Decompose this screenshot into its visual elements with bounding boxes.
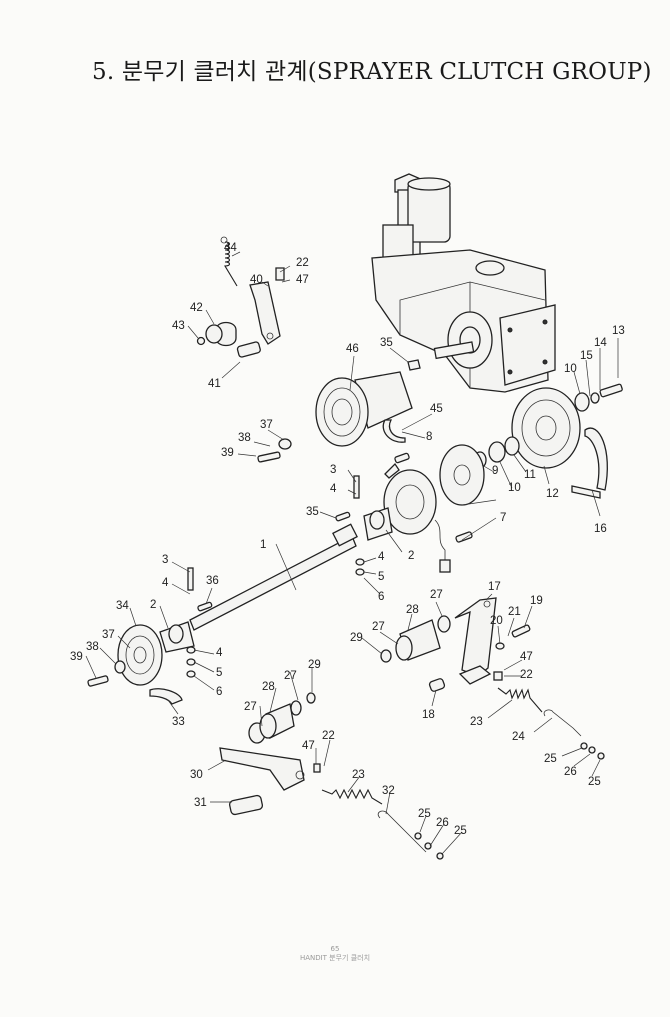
label-16: 16	[594, 523, 607, 535]
pulley-46-illustration	[315, 359, 421, 447]
label-45: 45	[430, 403, 443, 415]
label-3-left: 3	[162, 554, 168, 566]
label-41: 41	[208, 378, 221, 390]
label-27-left-top: 27	[284, 670, 297, 682]
label-22-right: 22	[520, 669, 533, 681]
label-5-left: 5	[216, 667, 222, 679]
label-37-top: 37	[260, 419, 273, 431]
lower-left-lever-group	[219, 692, 444, 860]
part-callouts: 44 22 47 40 42 43 41 46 35 13 14 15 10 4…	[70, 242, 625, 837]
label-29-left: 29	[308, 659, 321, 671]
label-29-right: 29	[350, 632, 363, 644]
label-47-right: 47	[520, 651, 533, 663]
label-25-left-lower: 25	[454, 825, 467, 837]
label-26-right: 26	[564, 766, 577, 778]
label-46: 46	[346, 343, 359, 355]
label-2-left: 2	[150, 599, 156, 611]
label-6-right: 6	[378, 591, 384, 603]
label-22-left: 22	[322, 730, 335, 742]
right-lever-group	[380, 597, 605, 760]
label-18: 18	[422, 709, 435, 721]
label-32: 32	[382, 785, 395, 797]
label-30: 30	[190, 769, 203, 781]
label-36: 36	[206, 575, 219, 587]
label-4-right-lower: 4	[378, 551, 385, 563]
label-44: 44	[224, 242, 237, 254]
label-4-right: 4	[330, 483, 337, 495]
label-24: 24	[512, 731, 525, 743]
label-10-top: 10	[564, 363, 577, 375]
label-22: 22	[296, 257, 309, 269]
label-5-right: 5	[378, 571, 384, 583]
label-15: 15	[580, 350, 593, 362]
label-23-right: 23	[470, 716, 483, 728]
label-34: 34	[116, 600, 129, 612]
label-27-left: 27	[244, 701, 257, 713]
label-25-right-lower: 25	[588, 776, 601, 788]
page-number: 65	[330, 945, 340, 953]
label-39-left: 39	[70, 651, 83, 663]
label-1: 1	[260, 539, 266, 551]
label-7: 7	[500, 512, 506, 524]
label-37-left: 37	[102, 629, 115, 641]
label-25-right: 25	[544, 753, 557, 765]
sprayer-pump-illustration	[371, 173, 556, 393]
page-title: 5. 분무기 클러치 관계(SPRAYER CLUTCH GROUP)	[92, 59, 652, 85]
label-17: 17	[488, 581, 501, 593]
label-3-right: 3	[330, 464, 336, 476]
label-35-mid: 35	[306, 506, 319, 518]
label-8: 8	[426, 431, 432, 443]
label-47-left: 47	[302, 740, 315, 752]
label-14: 14	[594, 337, 607, 349]
label-31: 31	[194, 797, 207, 809]
label-19: 19	[530, 595, 543, 607]
label-27-right: 27	[372, 621, 385, 633]
label-9: 9	[492, 465, 498, 477]
label-23-left: 23	[352, 769, 365, 781]
label-43: 43	[172, 320, 185, 332]
label-40: 40	[250, 274, 263, 286]
label-27-right-top: 27	[430, 589, 443, 601]
label-25-left: 25	[418, 808, 431, 820]
label-2-right: 2	[408, 550, 414, 562]
right-pulley-assembly	[383, 383, 623, 573]
label-38-top: 38	[238, 432, 251, 444]
label-4-left: 4	[162, 577, 169, 589]
label-4-left-lower: 4	[216, 647, 223, 659]
label-21: 21	[508, 606, 521, 618]
label-6-left: 6	[216, 686, 222, 698]
label-38-left: 38	[86, 641, 99, 653]
page-footer: 65 HANDIT 분무기 클러치	[0, 945, 670, 963]
main-shaft-illustration	[159, 475, 393, 678]
label-10: 10	[508, 482, 521, 494]
label-33: 33	[172, 716, 185, 728]
label-39-top: 39	[221, 447, 234, 459]
footer-caption: HANDIT 분무기 클러치	[299, 954, 371, 962]
label-26-left: 26	[436, 817, 449, 829]
label-47: 47	[296, 274, 309, 286]
label-42: 42	[190, 302, 203, 314]
label-13: 13	[612, 325, 625, 337]
label-11: 11	[524, 469, 536, 481]
label-12: 12	[546, 488, 559, 500]
pulley-34-illustration	[87, 438, 292, 705]
leader-lines	[85, 251, 619, 855]
label-35-top: 35	[380, 337, 393, 349]
upper-tension-arm-group	[196, 236, 285, 358]
label-28-left: 28	[262, 681, 275, 693]
label-28-right: 28	[406, 604, 419, 616]
label-20: 20	[490, 615, 503, 627]
